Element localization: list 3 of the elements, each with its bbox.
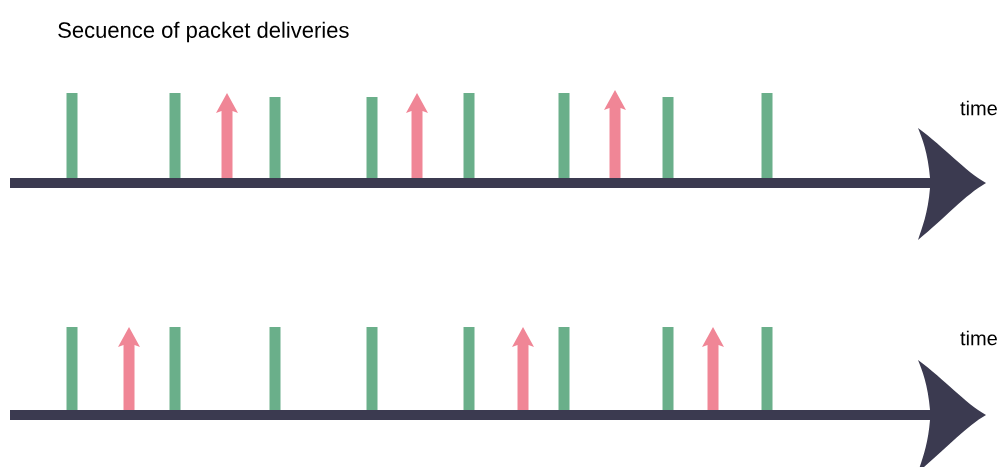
axis-label: time <box>960 100 997 116</box>
title: Secuence of packet deliveries <box>58 21 349 43</box>
axis-label: time <box>960 330 997 346</box>
